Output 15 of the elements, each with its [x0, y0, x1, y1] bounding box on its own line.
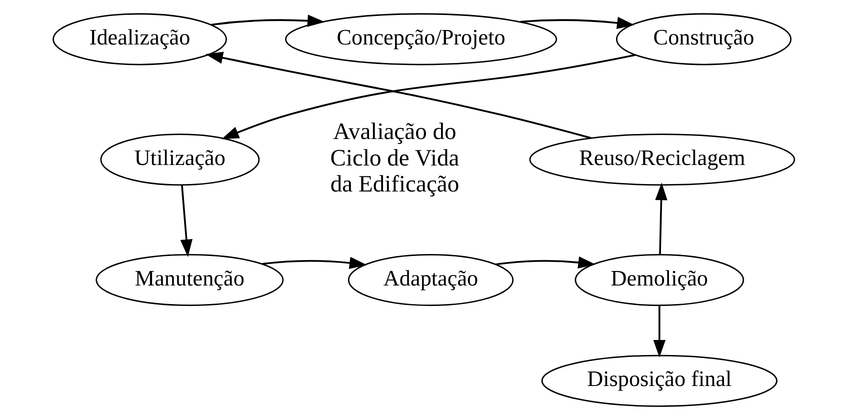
arrow [654, 182, 667, 254]
node-ellipse: Utilização [100, 134, 260, 186]
arrow [652, 306, 666, 358]
arrow [204, 52, 591, 139]
arrow [210, 14, 324, 27]
arrow [220, 54, 635, 140]
arrow [262, 256, 366, 269]
node-ellipse: Reuso/Reciclagem [528, 134, 795, 186]
node-ellipse: Manutenção [95, 254, 284, 306]
label: Avaliação do Ciclo de Vida da Edificação [330, 118, 459, 198]
arrow [180, 185, 192, 257]
arrow [495, 256, 596, 269]
node-ellipse: Demolição [574, 254, 744, 306]
arrow [520, 16, 634, 29]
node-ellipse: Disposição final [540, 354, 777, 407]
